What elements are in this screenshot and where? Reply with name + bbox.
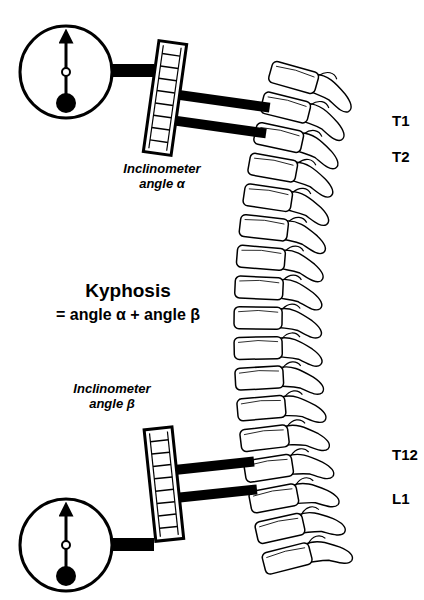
equation-title: Kyphosis (85, 280, 171, 302)
ruler (144, 427, 184, 541)
spine-contact-bar (178, 90, 270, 113)
vertebra-label: T12 (392, 446, 418, 463)
dial (20, 26, 112, 118)
connector-bar (112, 64, 154, 77)
inclinometer-label: Inclinometer angle α (112, 162, 212, 192)
dial (20, 499, 112, 591)
spine-contact-bar (174, 116, 266, 139)
vertebra-label: T2 (392, 148, 410, 165)
spine-contact-bar (174, 457, 255, 475)
equation-text: = angle α + angle β (56, 306, 200, 324)
ruler (143, 41, 186, 156)
vertebra-label: T1 (392, 112, 410, 129)
inclinometer-bottom (20, 419, 261, 591)
vertebra-label: L1 (392, 490, 410, 507)
inclinometer-label: Inclinometer angle β (62, 382, 162, 412)
inclinometer-top (20, 26, 277, 168)
connector-bar (112, 538, 154, 551)
spine-contact-bar (177, 484, 258, 502)
